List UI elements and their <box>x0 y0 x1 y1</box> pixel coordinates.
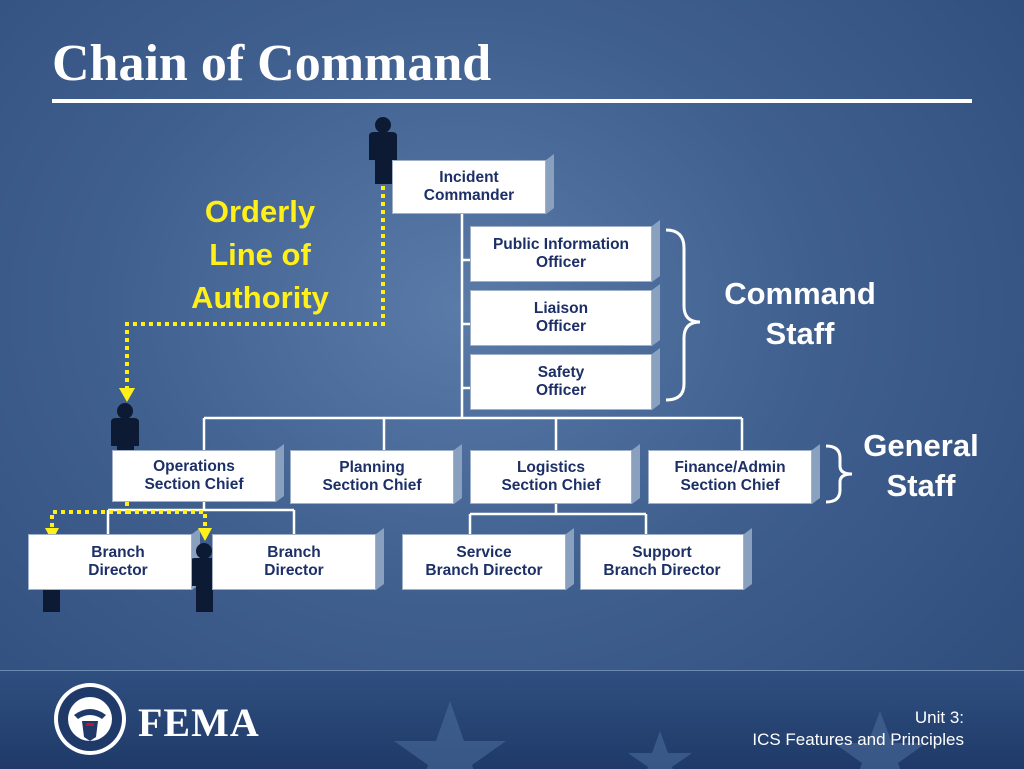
box-line: Officer <box>536 382 586 399</box>
fema-logo-text: FEMA <box>138 700 260 745</box>
liaison-officer-box: Liaison Officer <box>470 290 652 346</box>
box-line: Officer <box>536 254 586 271</box>
label-line: Orderly <box>204 194 316 229</box>
unit-number: Unit 3: <box>914 708 964 727</box>
command-staff-brace <box>665 228 701 402</box>
footer-bar: FEMA Unit 3: ICS Features and Principles <box>0 670 1024 769</box>
incident-commander-box: Incident Commander <box>392 160 546 214</box>
branch-2-person-icon <box>190 543 218 612</box>
label-line: Command <box>724 276 876 311</box>
service-branch-director-box: Service Branch Director <box>402 534 566 590</box>
box-line: Officer <box>536 318 586 335</box>
unit-label: Unit 3: ICS Features and Principles <box>752 707 964 751</box>
box-line: Service <box>456 544 512 561</box>
box-line: Logistics <box>516 459 586 476</box>
course-title: ICS Features and Principles <box>752 730 964 749</box>
support-branch-director-box: Support Branch Director <box>580 534 744 590</box>
box-line: Safety <box>537 364 585 381</box>
box-line: Commander <box>423 187 515 204</box>
finance-admin-section-chief-box: Finance/Admin Section Chief <box>648 450 812 504</box>
commander-person-icon <box>369 117 397 184</box>
branch-director-box-2: Branch Director <box>212 534 376 590</box>
label-line: Line of <box>209 237 311 272</box>
general-staff-label: General Staff <box>846 426 996 506</box>
box-line: Planning <box>339 459 405 476</box>
label-line: Staff <box>886 468 956 503</box>
general-staff-brace <box>825 444 853 504</box>
orderly-line-of-authority-label: Orderly Line of Authority <box>170 190 350 319</box>
box-line: Section Chief <box>680 477 780 494</box>
box-line: Section Chief <box>144 476 244 493</box>
safety-officer-box: Safety Officer <box>470 354 652 410</box>
box-line: Section Chief <box>501 477 601 494</box>
label-line: Staff <box>765 316 835 351</box>
box-line: Support <box>632 544 692 561</box>
box-line: Finance/Admin <box>674 459 786 476</box>
box-line: Director <box>88 562 148 579</box>
box-line: Branch Director <box>425 562 543 579</box>
page-title: Chain of Command <box>52 35 492 92</box>
box-line: Public Information <box>492 236 630 253</box>
box-line: Incident <box>439 169 499 186</box>
label-line: Authority <box>191 280 329 315</box>
command-staff-label: Command Staff <box>700 274 900 354</box>
public-information-officer-box: Public Information Officer <box>470 226 652 282</box>
box-line: Branch Director <box>603 562 721 579</box>
logistics-section-chief-box: Logistics Section Chief <box>470 450 632 504</box>
planning-section-chief-box: Planning Section Chief <box>290 450 454 504</box>
box-line: Branch <box>91 544 145 561</box>
title-underline <box>52 99 972 103</box>
box-line: Branch <box>267 544 321 561</box>
box-line: Section Chief <box>322 477 422 494</box>
structure-lines <box>106 214 744 534</box>
box-line: Director <box>264 562 324 579</box>
branch-director-box-1: Branch Director <box>28 534 192 590</box>
label-line: General <box>863 428 979 463</box>
dhs-seal-icon <box>54 683 126 755</box>
decorative-stars <box>394 701 926 769</box>
box-line: Operations <box>153 458 235 475</box>
box-line: Liaison <box>533 300 589 317</box>
operations-section-chief-box: Operations Section Chief <box>112 450 276 502</box>
